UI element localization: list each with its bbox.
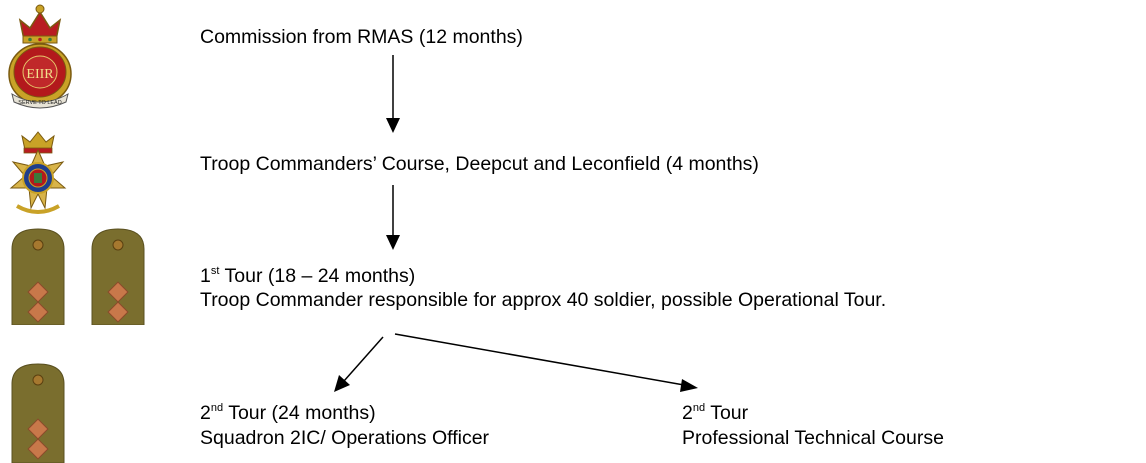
tour-number: 1 xyxy=(200,265,211,287)
ordinal-suffix: nd xyxy=(210,402,224,414)
pip-icon xyxy=(27,418,49,440)
rlc-cap-badge xyxy=(9,131,67,214)
pip-icon xyxy=(107,301,129,323)
lieutenant-epaulette-lower xyxy=(11,363,65,463)
arrow-tour1-to-tour2a xyxy=(334,336,384,392)
step-troop-commanders-course: Troop Commanders’ Course, Deepcut and Le… xyxy=(200,153,759,175)
tour-number: 2 xyxy=(200,402,211,424)
step-second-tour-b-title: 2nd Tour xyxy=(682,402,748,427)
ordinal-suffix: nd xyxy=(692,402,706,414)
crown-icon xyxy=(18,4,62,44)
arrow-course-to-tour1 xyxy=(386,185,400,250)
step-second-tour-a-title: 2nd Tour (24 months) xyxy=(200,402,376,427)
step-first-tour-detail: Troop Commander responsible for approx 4… xyxy=(200,289,887,311)
button-icon xyxy=(112,239,124,251)
step-first-tour-title: 1st Tour (18 – 24 months) xyxy=(200,265,415,290)
pip-icon xyxy=(107,281,129,303)
sandhurst-crest: EIIR SERVE TO LEAD xyxy=(8,4,72,109)
pip-icon xyxy=(27,438,49,460)
arrow-commission-to-course xyxy=(386,55,400,133)
step-second-tour-a-detail: Squadron 2IC/ Operations Officer xyxy=(200,427,490,449)
ordinal-suffix: st xyxy=(210,265,220,277)
button-icon xyxy=(32,374,44,386)
crest-monogram: EIIR xyxy=(26,67,54,82)
arrow-tour1-to-tour2b xyxy=(394,333,698,392)
step-second-tour-b-detail: Professional Technical Course xyxy=(682,427,944,449)
crest-motto: SERVE TO LEAD xyxy=(18,100,61,106)
lieutenant-epaulette-right xyxy=(91,228,145,325)
tour-title: Tour xyxy=(710,402,749,424)
pip-icon xyxy=(27,281,49,303)
button-icon xyxy=(32,239,44,251)
tour-title: Tour (18 – 24 months) xyxy=(224,265,416,287)
tour-title: Tour (24 months) xyxy=(228,402,376,424)
lieutenant-epaulette-left xyxy=(11,228,65,325)
step-commission: Commission from RMAS (12 months) xyxy=(200,26,523,48)
pip-icon xyxy=(27,301,49,323)
tour-number: 2 xyxy=(682,402,693,424)
